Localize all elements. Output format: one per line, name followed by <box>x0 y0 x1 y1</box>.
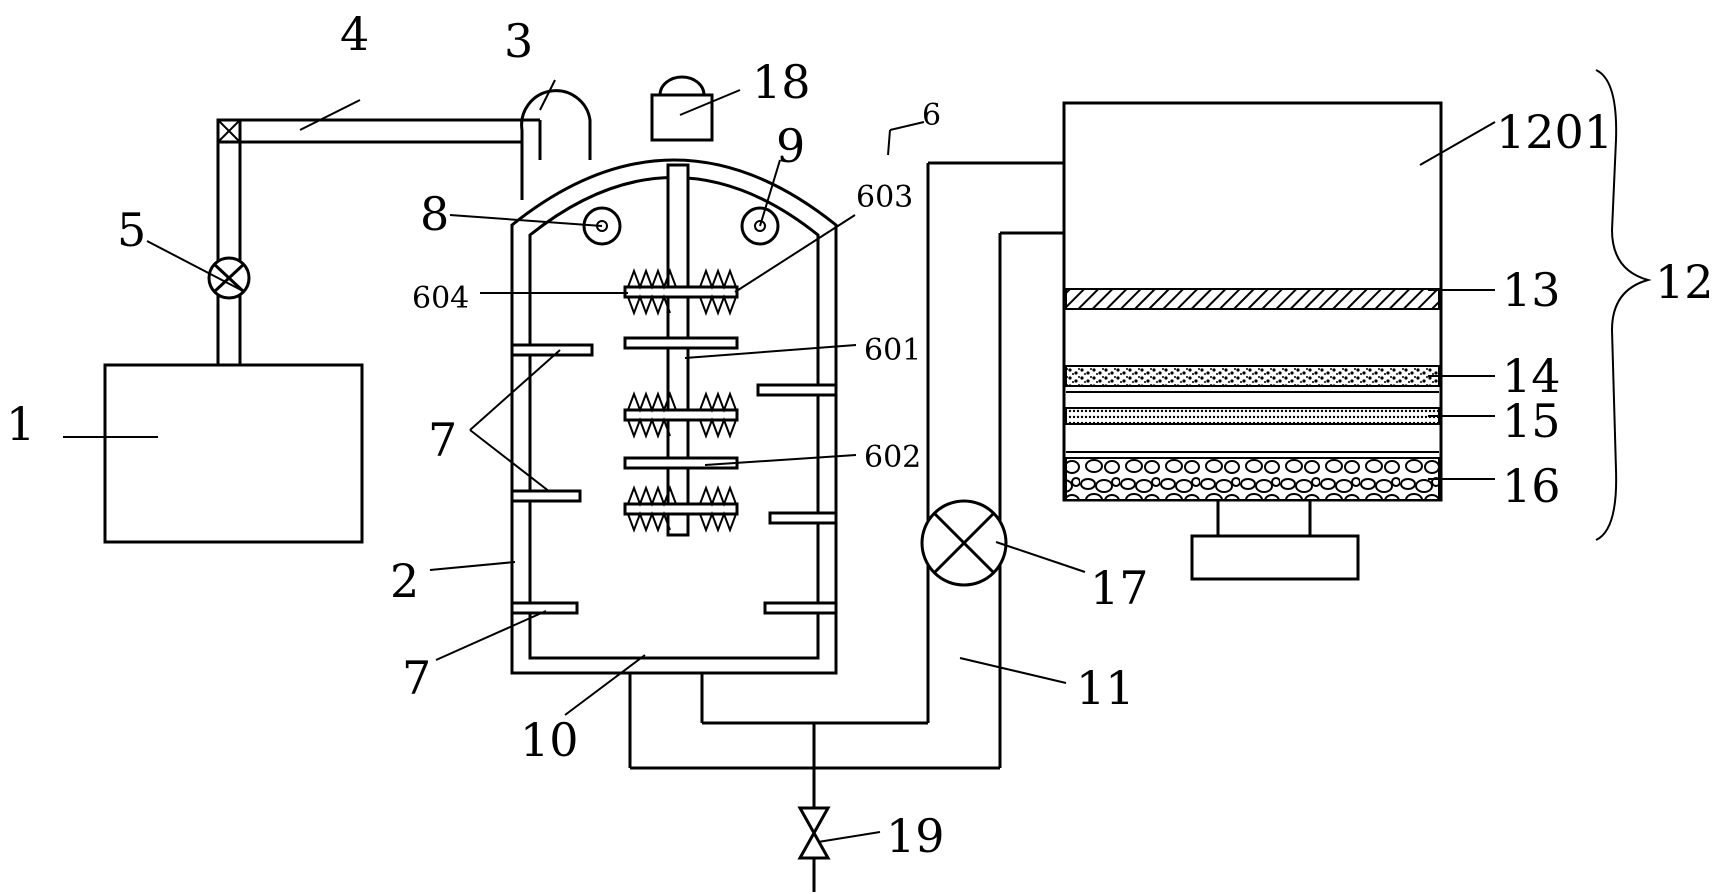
label-8: 8 <box>420 187 449 241</box>
label-7a: 7 <box>428 413 457 467</box>
valve-19 <box>797 806 831 892</box>
label-14: 14 <box>1502 349 1561 403</box>
label-15: 15 <box>1502 394 1561 448</box>
brace-12 <box>1595 69 1652 541</box>
port-9 <box>740 206 780 246</box>
circulation-pipe-11 <box>926 161 1064 768</box>
label-13: 13 <box>1502 263 1561 317</box>
baffles-7 <box>510 343 838 615</box>
layer-15 <box>1065 407 1440 425</box>
layer-16 <box>1065 457 1440 501</box>
label-18: 18 <box>752 55 811 109</box>
label-3: 3 <box>504 14 533 68</box>
pump-17 <box>920 499 1008 587</box>
shaft-601 <box>666 163 690 537</box>
blade-602-a <box>623 336 739 350</box>
label-2: 2 <box>390 554 419 608</box>
label-17: 17 <box>1090 561 1149 615</box>
label-12: 12 <box>1655 255 1714 309</box>
motor-18 <box>650 75 714 142</box>
label-604: 604 <box>412 281 469 316</box>
label-1: 1 <box>6 397 35 451</box>
blade-603-604-low <box>623 485 739 533</box>
label-603: 603 <box>856 180 913 215</box>
label-602: 602 <box>864 440 921 475</box>
label-5: 5 <box>117 203 146 257</box>
outlet-10 <box>628 673 1000 808</box>
label-601: 601 <box>864 333 921 368</box>
tank-1 <box>103 363 364 544</box>
pump-3 <box>520 89 592 160</box>
label-7b: 7 <box>402 651 431 705</box>
label-6: 6 <box>922 98 941 133</box>
layer-14 <box>1065 365 1440 387</box>
vessel-2-outer <box>510 158 838 675</box>
label-9: 9 <box>776 119 805 173</box>
pipe-4 <box>216 118 542 365</box>
label-16: 16 <box>1502 459 1561 513</box>
filter-unit-12 <box>1062 101 1443 581</box>
label-11: 11 <box>1076 661 1135 715</box>
layer-13 <box>1065 288 1440 310</box>
leader-lines <box>63 79 1496 843</box>
label-19: 19 <box>886 809 945 863</box>
label-10: 10 <box>520 713 579 767</box>
label-4: 4 <box>340 7 369 61</box>
label-1201: 1201 <box>1496 105 1613 159</box>
blade-603-604-mid <box>623 391 739 439</box>
valve-5 <box>207 256 251 300</box>
